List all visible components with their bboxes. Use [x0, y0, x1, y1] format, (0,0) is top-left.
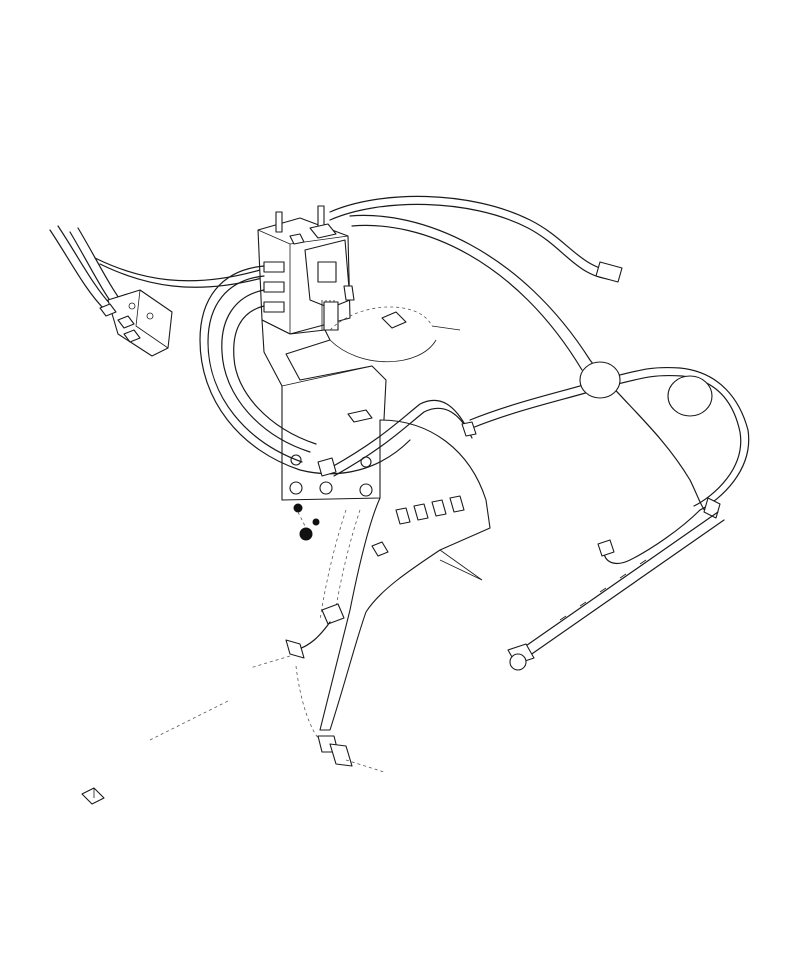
leader-lines [439, 559, 483, 581]
inner-hose-runs [199, 265, 477, 477]
lower-hose-run [149, 509, 385, 773]
top-fitting [329, 306, 461, 363]
fitting-row [395, 495, 465, 525]
control-valve [257, 205, 355, 335]
hardware-washers [293, 503, 320, 541]
left-manifold-block [99, 289, 173, 357]
left-hose-group [49, 225, 263, 313]
right-hose-loop [329, 195, 750, 565]
frame-arm [319, 419, 491, 731]
loose-fitting [81, 787, 105, 805]
diagonal-hose [507, 511, 725, 671]
